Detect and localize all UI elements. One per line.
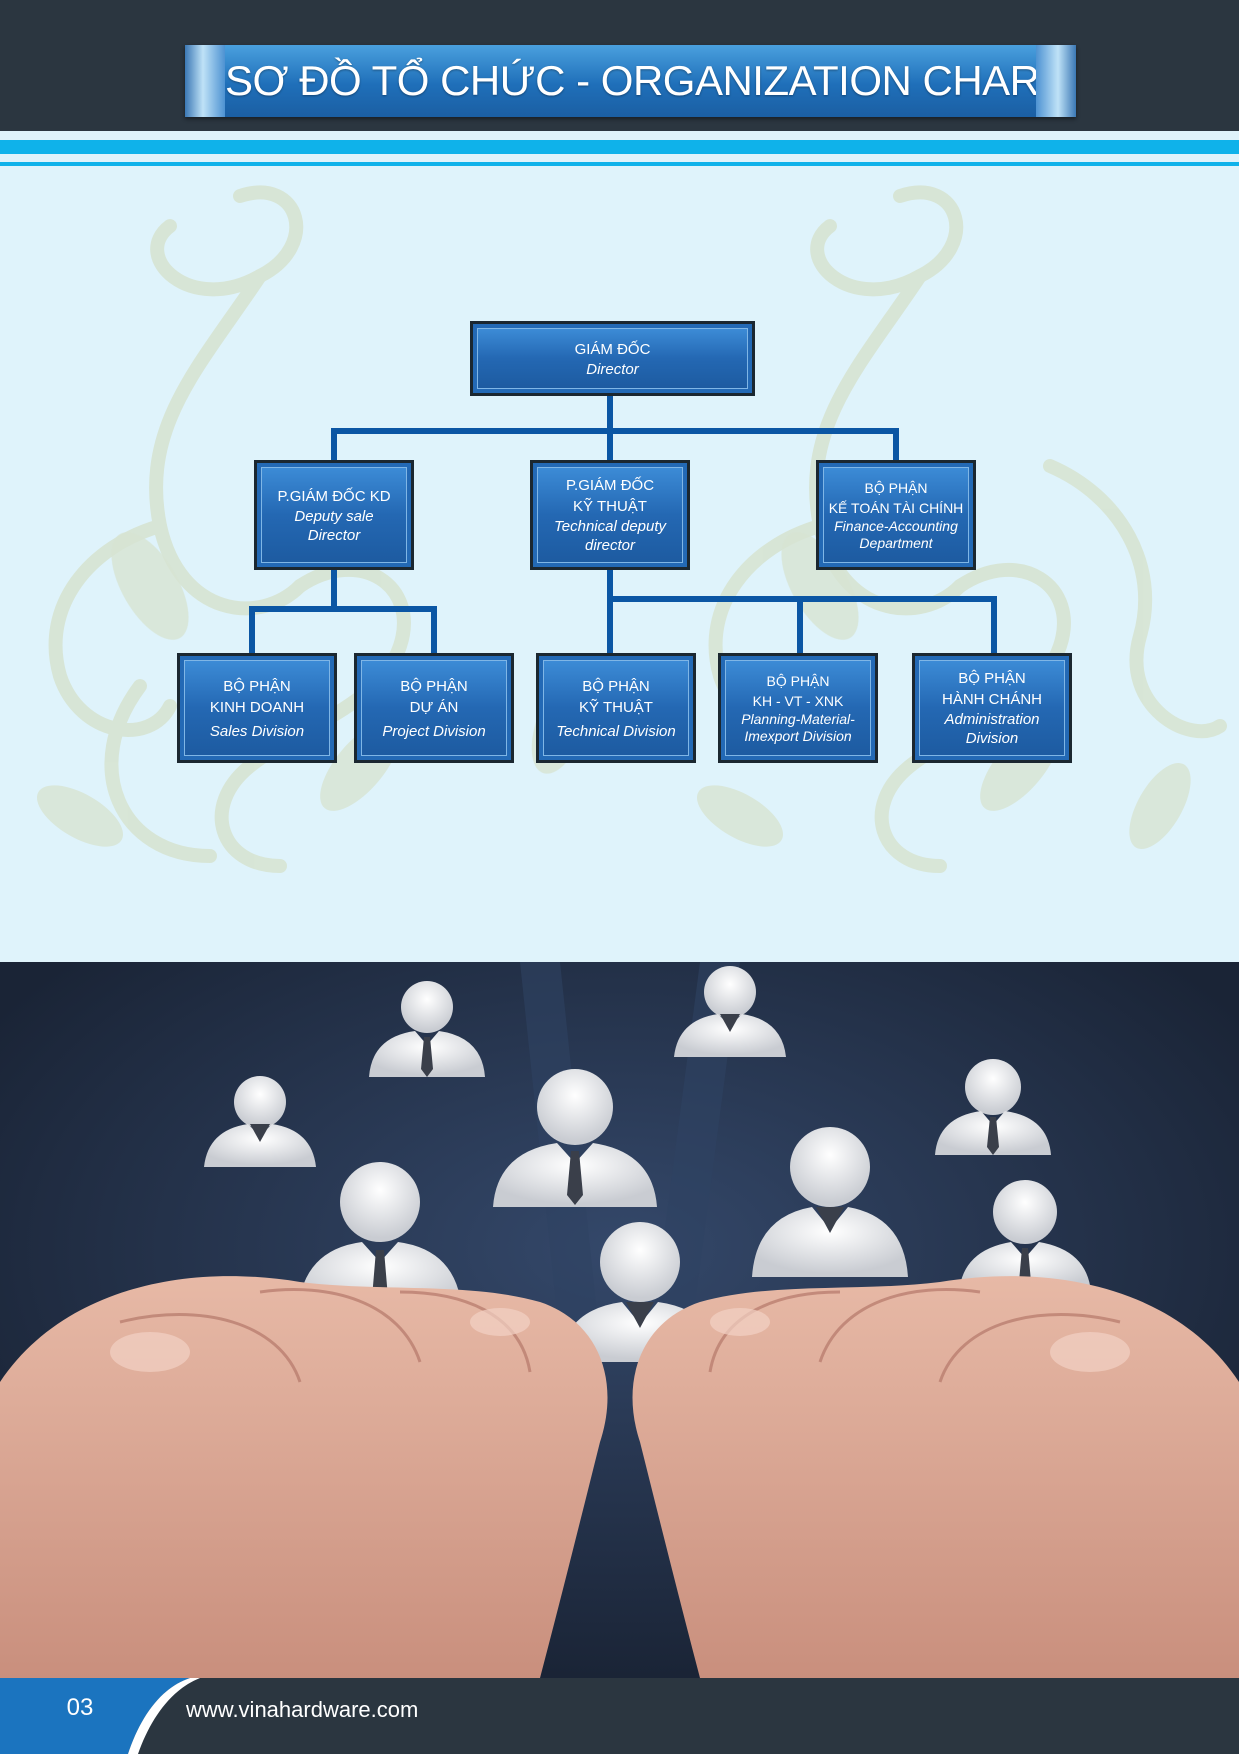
sales-en: Sales Division (209, 722, 305, 740)
project-vn-1: BỘ PHẬN (400, 677, 468, 695)
deputy-sale-en-2: Director (307, 526, 361, 544)
deputy-technical-en-1: Technical deputy (553, 518, 667, 535)
deputy-sale-vn: P.GIÁM ĐỐC KD (277, 487, 391, 505)
title-banner: SƠ ĐỒ TỔ CHỨC - ORGANIZATION CHART (185, 45, 1076, 117)
project-en: Project Division (382, 722, 486, 740)
org-box-finance: BỘ PHẬN KẾ TOÁN TÀI CHÍNH Finance-Accoun… (816, 460, 976, 570)
accent-stripe-thick (0, 140, 1239, 154)
technical-vn-1: BỘ PHẬN (582, 677, 650, 695)
accent-stripe-thin (0, 162, 1239, 166)
website-url: www.vinahardware.com (186, 1697, 419, 1722)
finance-vn-1: BỘ PHẬN (864, 480, 928, 496)
page-footer: 03 www.vinahardware.com (0, 1678, 1239, 1754)
director-vn: GIÁM ĐỐC (574, 340, 651, 358)
page-title: SƠ ĐỒ TỔ CHỨC - ORGANIZATION CHART (225, 57, 1064, 104)
hands-holding-people-icon (0, 962, 1239, 1678)
administration-en-1: Administration (944, 711, 1040, 728)
org-box-administration-division: BỘ PHẬN HÀNH CHÁNH Administration Divisi… (912, 653, 1072, 763)
deputy-technical-vn-2: KỸ THUẬT (573, 498, 647, 515)
planning-en-1: Planning-Material- (741, 711, 855, 727)
org-box-technical-division: BỘ PHẬN KỸ THUẬT Technical Division (536, 653, 696, 763)
finance-en-2: Department (859, 535, 933, 551)
sales-vn-2: KINH DOANH (209, 698, 305, 716)
org-box-director: GIÁM ĐỐC Director (470, 321, 755, 396)
administration-vn-1: BỘ PHẬN (958, 670, 1026, 687)
planning-vn-1: BỘ PHẬN (766, 673, 830, 689)
deputy-technical-vn-1: P.GIÁM ĐỐC (565, 477, 655, 494)
org-box-deputy-sale: P.GIÁM ĐỐC KD Deputy sale Director (254, 460, 414, 570)
page-number: 03 (66, 1694, 94, 1721)
org-chart-area: GIÁM ĐỐC Director P.GIÁM ĐỐC KD Deputy s… (0, 166, 1239, 962)
director-en: Director (586, 360, 639, 378)
deputy-technical-en-2: director (584, 537, 636, 554)
project-vn-2: DỰ ÁN (409, 698, 459, 716)
technical-vn-2: KỸ THUẬT (579, 698, 653, 716)
planning-en-2: Imexport Division (744, 728, 852, 744)
technical-en: Technical Division (556, 722, 676, 740)
footer-tab-shape (0, 1678, 200, 1754)
administration-en-2: Division (965, 730, 1019, 747)
banner-end-right (1036, 45, 1076, 117)
administration-vn-2: HÀNH CHÁNH (941, 691, 1042, 708)
planning-vn-2: KH - VT - XNK (752, 693, 844, 709)
sales-vn-1: BỘ PHẬN (223, 677, 291, 695)
finance-vn-2: KẾ TOÁN TÀI CHÍNH (828, 500, 964, 516)
finance-en-1: Finance-Accounting (834, 518, 958, 534)
hands-holding-people-photo (0, 962, 1239, 1678)
deputy-sale-en-1: Deputy sale (294, 507, 374, 525)
banner-end-left (185, 45, 225, 117)
org-box-planning-division: BỘ PHẬN KH - VT - XNK Planning-Material-… (718, 653, 878, 763)
connector-lines (249, 391, 997, 657)
org-box-deputy-technical: P.GIÁM ĐỐC KỸ THUẬT Technical deputy dir… (530, 460, 690, 570)
page-header: SƠ ĐỒ TỔ CHỨC - ORGANIZATION CHART (0, 0, 1239, 131)
org-box-sales-division: BỘ PHẬN KINH DOANH Sales Division (177, 653, 337, 763)
org-box-project-division: BỘ PHẬN DỰ ÁN Project Division (354, 653, 514, 763)
